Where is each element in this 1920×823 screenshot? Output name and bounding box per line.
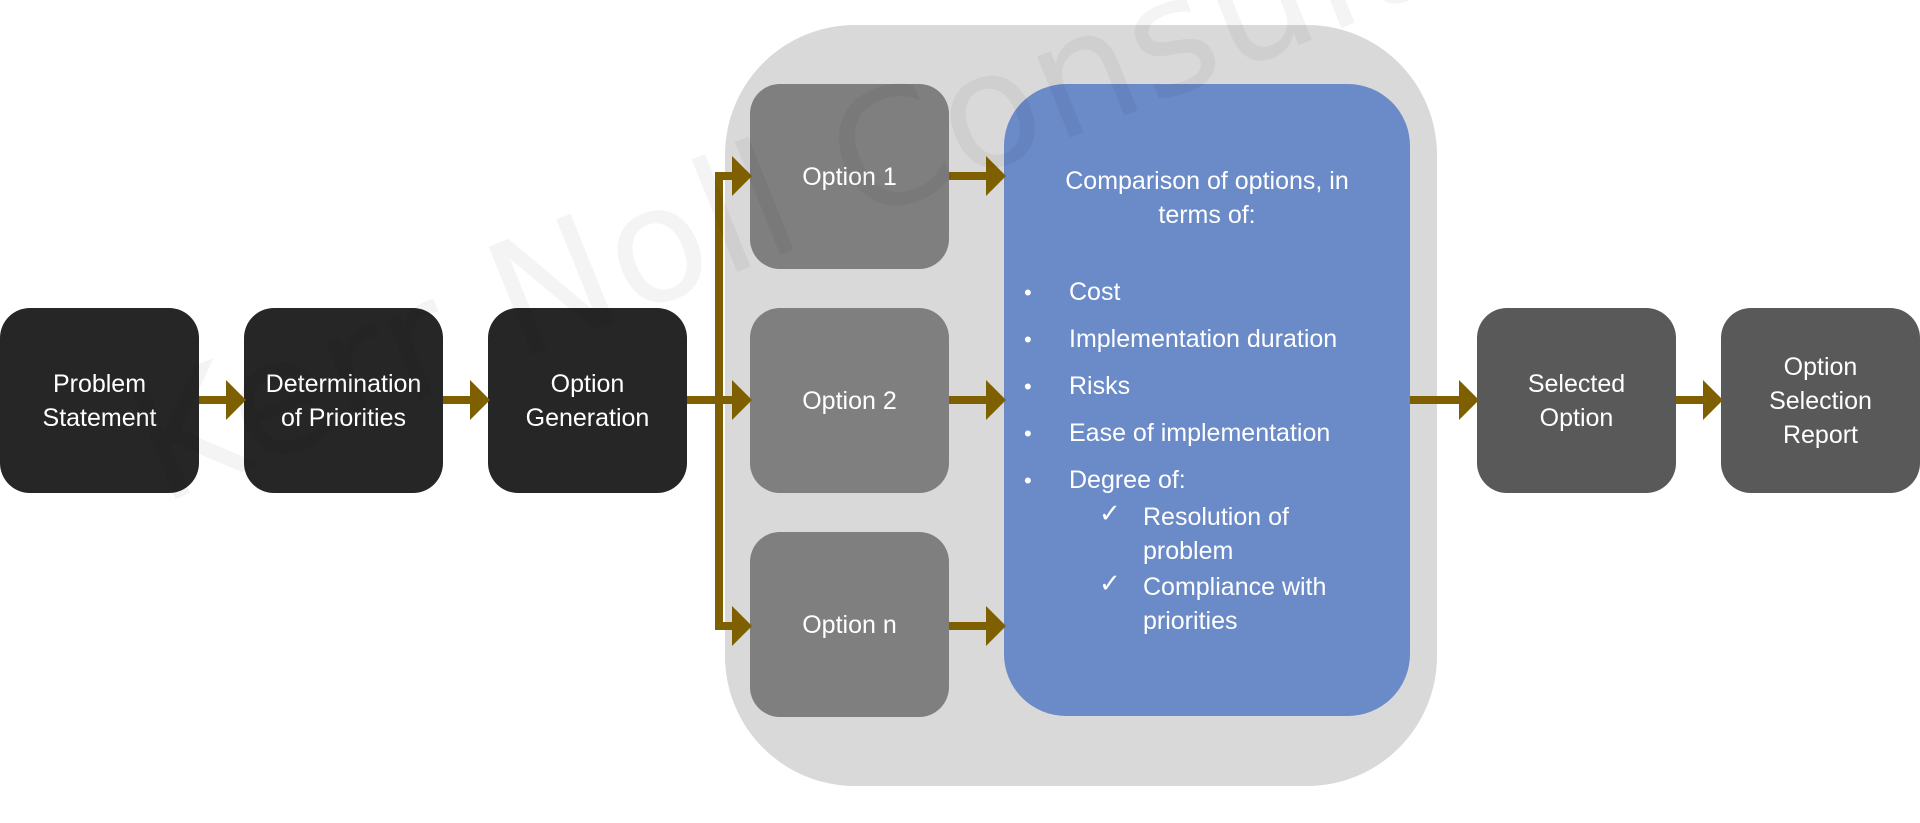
selected-option-label: Selected Option [1527, 369, 1626, 432]
arrowhead [1703, 380, 1723, 420]
criteria-label: Implementation duration [1069, 325, 1338, 353]
arrowhead [732, 380, 752, 420]
criteria-item: • Degree of: [1004, 457, 1337, 504]
arrowhead [1459, 380, 1479, 420]
criteria-item: • Cost [1004, 269, 1337, 316]
criteria-label: Ease of implementation [1069, 419, 1331, 447]
comparison-title: Comparison of options, in terms of: [1065, 167, 1349, 229]
arrowhead [732, 156, 752, 196]
comparison-box: Comparison of options, in terms of: • Cos… [1004, 84, 1410, 716]
arrowhead [470, 380, 490, 420]
option-2-box: Option 2 [750, 308, 949, 493]
checkmark-icon: ✓ [1099, 498, 1121, 528]
option-n-box: Option n [750, 532, 949, 717]
arrowhead [986, 380, 1006, 420]
criteria-list: • Cost • Implementation duration • Risks • E… [1004, 269, 1337, 504]
criteria-item: • Risks [1004, 363, 1337, 410]
criteria-label: Risks [1069, 372, 1131, 400]
option-1-label: Option 1 [802, 162, 897, 191]
criteria-item: • Ease of implementation [1004, 410, 1337, 457]
arrowhead [226, 380, 246, 420]
checkmark-icon: ✓ [1099, 568, 1121, 598]
degree-of-sublist: ✓ Resolution of problem ✓ Compliance with … [1004, 498, 1373, 640]
criteria-label: Cost [1069, 278, 1121, 306]
bullet-icon: • [1024, 374, 1032, 399]
arrowhead [732, 606, 752, 646]
arrowhead [986, 606, 1006, 646]
option-n-label: Option n [802, 610, 897, 639]
option-selection-report-box: Option Selection Report [1721, 308, 1920, 493]
problem-statement-box: Problem Statement [0, 308, 199, 493]
bullet-icon: • [1024, 280, 1032, 305]
sub-criteria-label: Resolution of problem [1143, 503, 1289, 565]
option-selection-report-label: Option Selection Report [1769, 352, 1872, 449]
problem-statement-label: Problem Statement [42, 369, 157, 432]
determination-of-priorities-label: Determination of Priorities [265, 369, 422, 432]
bullet-icon: • [1024, 468, 1032, 493]
determination-of-priorities-box: Determination of Priorities [244, 308, 443, 493]
bullet-icon: • [1024, 421, 1032, 446]
bullet-icon: • [1024, 327, 1032, 352]
option-generation-box: Option Generation [488, 308, 687, 493]
option-generation-label: Option Generation [525, 369, 650, 432]
arrowhead [986, 156, 1006, 196]
sub-criteria-item: ✓ Resolution of problem [1004, 498, 1373, 568]
option-1-box: Option 1 [750, 84, 949, 269]
sub-criteria-label: Compliance with priorities [1143, 573, 1327, 635]
criteria-item: • Implementation duration [1004, 316, 1337, 363]
criteria-label: Degree of: [1069, 466, 1186, 494]
selected-option-box: Selected Option [1477, 308, 1676, 493]
sub-criteria-item: ✓ Compliance with priorities [1004, 568, 1373, 638]
option-2-label: Option 2 [802, 386, 897, 415]
